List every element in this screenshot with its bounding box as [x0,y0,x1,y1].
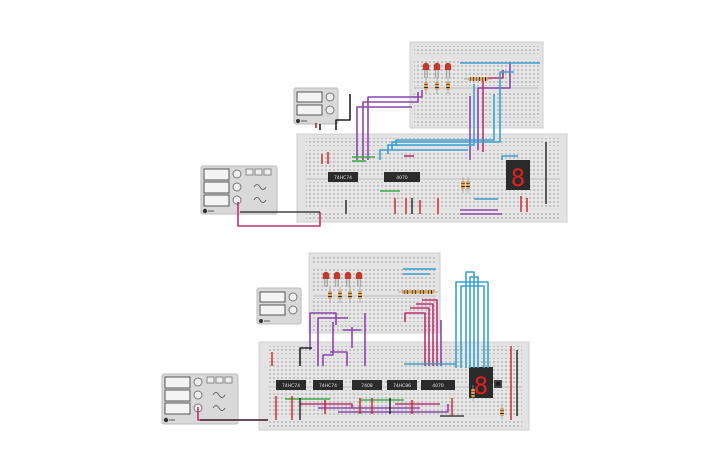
wire[interactable] [469,276,479,368]
ic-chip[interactable]: 74HC74 [313,380,343,390]
wire[interactable] [309,312,337,350]
breadboard-small-top[interactable] [409,41,544,129]
wire[interactable] [465,271,475,368]
svg-text:74HC74: 74HC74 [282,383,300,389]
wire[interactable] [460,285,485,368]
resistor[interactable] [471,385,475,401]
led[interactable] [344,271,352,287]
ic-chip[interactable]: 4070 [384,172,420,182]
svg-text:8: 8 [511,164,525,192]
led[interactable] [322,271,330,287]
wire[interactable] [237,202,321,227]
wire[interactable] [477,62,511,150]
ic-chip[interactable]: 7408 [352,380,382,390]
power-supply[interactable] [293,87,339,125]
resistor[interactable] [358,287,362,303]
resistor[interactable] [422,290,438,294]
wire[interactable] [482,70,504,152]
resistor[interactable] [435,78,439,94]
wire[interactable] [404,312,426,366]
function-generator[interactable] [200,165,278,215]
sine-wave-icon [253,197,267,203]
ic-chip[interactable]: 74HC74 [328,172,358,182]
led[interactable] [444,62,452,78]
sine-wave-icon [212,405,226,411]
waveform-selector[interactable] [206,376,233,384]
wire[interactable] [300,403,353,408]
wires-layer [197,62,547,421]
waveform-selector[interactable] [245,168,272,176]
svg-text:7408: 7408 [361,383,373,389]
resistor[interactable] [466,177,470,193]
wire[interactable] [338,404,449,413]
wire[interactable] [330,351,348,366]
resistor[interactable] [500,404,504,420]
svg-text:74HC86: 74HC86 [393,383,411,389]
ic-chip[interactable]: 74HC74 [276,380,306,390]
svg-text:8: 8 [474,372,488,400]
led[interactable] [422,62,430,78]
wire[interactable] [379,149,468,160]
components-layer [322,62,504,420]
ic-chip[interactable]: 74HC86 [387,380,417,390]
led[interactable] [355,271,363,287]
wire[interactable] [299,347,312,366]
function-generator[interactable] [161,373,239,425]
resistor[interactable] [461,177,465,193]
wire[interactable] [422,299,438,366]
svg-text:4070: 4070 [432,383,444,389]
circuit-1: 74HC74 4070 8 [200,41,568,223]
wire[interactable] [416,303,434,366]
ic-chip[interactable]: 4070 [421,380,455,390]
svg-text:74HC74: 74HC74 [319,383,337,389]
push-button[interactable] [494,380,502,388]
resistor[interactable] [446,78,450,94]
resistor[interactable] [348,287,352,303]
resistor[interactable] [476,77,492,81]
wire[interactable] [455,281,489,368]
sine-wave-icon [212,392,226,398]
resistor[interactable] [338,287,342,303]
wire[interactable] [395,94,495,146]
wire[interactable] [356,106,412,160]
wire[interactable] [335,94,351,130]
wire[interactable] [410,307,430,366]
power-supply[interactable] [256,287,302,325]
sine-wave-icon [253,184,267,190]
svg-text:74HC74: 74HC74 [334,175,352,181]
wire[interactable] [367,90,423,160]
wire[interactable] [322,322,334,366]
wire[interactable] [501,155,518,160]
seven-segment-display[interactable]: 8 [506,160,530,192]
led[interactable] [433,62,441,78]
wire[interactable] [317,317,348,366]
svg-text:4070: 4070 [396,175,408,181]
led[interactable] [333,271,341,287]
resistor[interactable] [328,287,332,303]
resistor[interactable] [424,78,428,94]
